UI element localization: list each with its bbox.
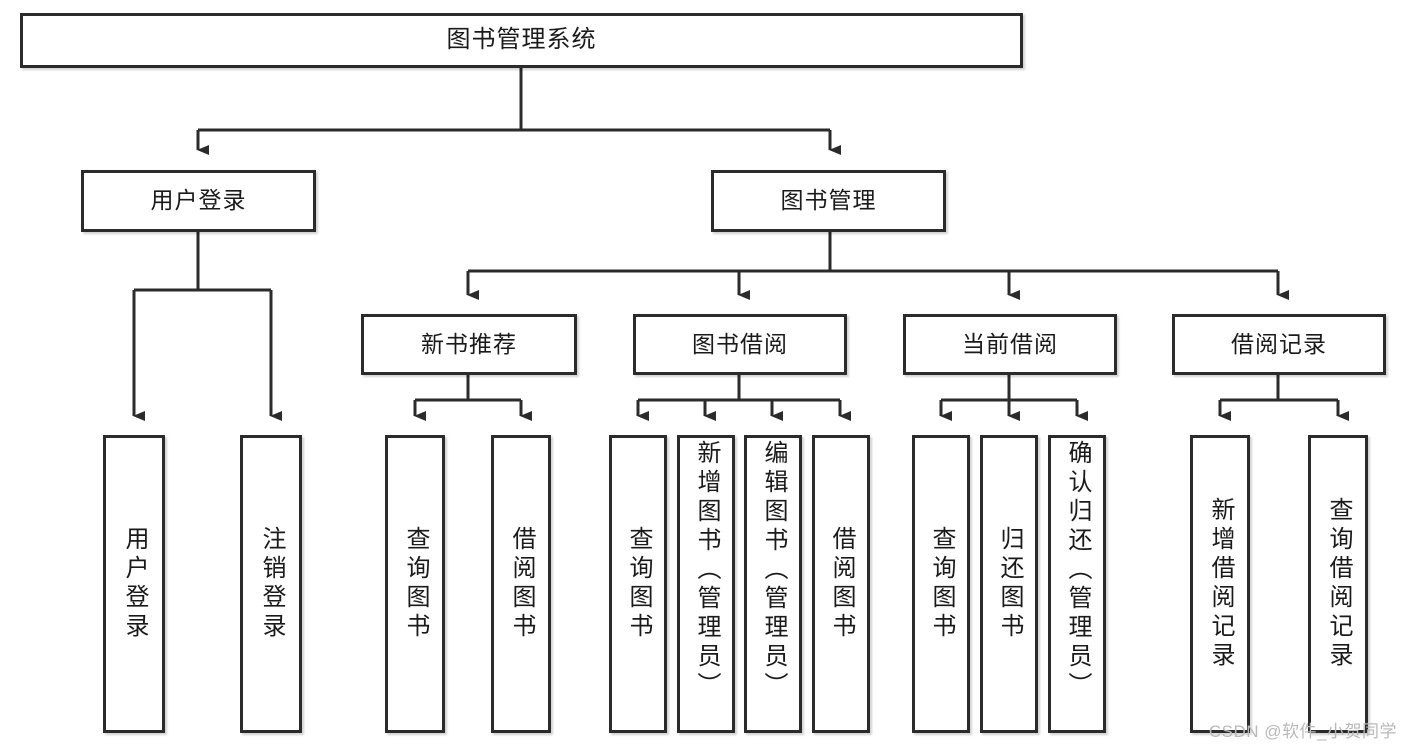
node-current-borrow[interactable]: 当前借阅 [903,314,1117,375]
node-label: 当前借阅 [962,330,1058,357]
leaf-new-book-query-book[interactable]: 查询图书 [385,435,445,733]
vertical-text-wrap: 注销登录 [243,438,299,730]
leaf-borrow-record-query-record[interactable]: 查询借阅记录 [1308,435,1368,733]
leaf-book-borrow-edit-book-admin[interactable]: 编辑图书（管理员） [744,435,802,733]
node-label: 注销登录 [258,526,285,642]
node-label: 新增图书（管理员） [693,440,720,701]
node-label: 借阅记录 [1231,330,1327,357]
node-label: 查询图书 [402,526,429,642]
node-label: 归还图书 [996,526,1023,642]
node-label: 编辑图书（管理员） [760,440,787,701]
node-label: 借阅图书 [828,526,855,642]
leaf-new-book-borrow-book[interactable]: 借阅图书 [491,435,551,733]
node-label: 新书推荐 [421,330,517,357]
leaf-current-borrow-confirm-return-admin[interactable]: 确认归还（管理员） [1048,435,1106,733]
node-label: 图书管理 [780,187,877,214]
vertical-text-wrap: 确认归还（管理员） [1051,438,1103,732]
leaf-current-borrow-return-book[interactable]: 归还图书 [980,435,1038,733]
node-new-book-recommend[interactable]: 新书推荐 [361,314,577,375]
node-borrow-record[interactable]: 借阅记录 [1172,314,1386,375]
node-label: 用户登录 [150,187,247,214]
node-label: 图书管理系统 [446,26,597,54]
leaf-borrow-record-add-record[interactable]: 新增借阅记录 [1190,435,1250,733]
node-label: 用户登录 [121,526,148,642]
node-label: 图书借阅 [692,330,788,357]
node-user-login[interactable]: 用户登录 [81,170,316,232]
node-label: 新增借阅记录 [1207,497,1234,671]
leaf-book-borrow-borrow-book[interactable]: 借阅图书 [812,435,870,733]
leaf-book-borrow-add-book-admin[interactable]: 新增图书（管理员） [677,435,735,733]
vertical-text-wrap: 查询图书 [388,438,442,730]
leaf-user-login-login[interactable]: 用户登录 [103,435,165,733]
vertical-text-wrap: 查询图书 [612,438,664,730]
vertical-text-wrap: 新增借阅记录 [1193,438,1247,730]
leaf-book-borrow-query-book[interactable]: 查询图书 [609,435,667,733]
vertical-text-wrap: 查询图书 [915,438,967,730]
node-book-borrow[interactable]: 图书借阅 [633,314,847,375]
node-book-management[interactable]: 图书管理 [711,170,946,232]
vertical-text-wrap: 用户登录 [106,438,162,730]
vertical-text-wrap: 新增图书（管理员） [680,438,732,732]
node-label: 查询图书 [625,526,652,642]
csdn-watermark: CSDN @软件_小贺同学 [1208,722,1397,741]
vertical-text-wrap: 查询借阅记录 [1311,438,1365,730]
leaf-current-borrow-query-book[interactable]: 查询图书 [912,435,970,733]
node-label: 查询图书 [928,526,955,642]
node-root-book-management-system[interactable]: 图书管理系统 [20,13,1023,68]
node-label: 借阅图书 [508,526,535,642]
leaf-user-login-logout[interactable]: 注销登录 [240,435,302,733]
node-label: 确认归还（管理员） [1064,440,1091,701]
vertical-text-wrap: 编辑图书（管理员） [747,438,799,732]
vertical-text-wrap: 借阅图书 [494,438,548,730]
vertical-text-wrap: 借阅图书 [815,438,867,730]
vertical-text-wrap: 归还图书 [983,438,1035,730]
node-label: 查询借阅记录 [1325,497,1352,671]
